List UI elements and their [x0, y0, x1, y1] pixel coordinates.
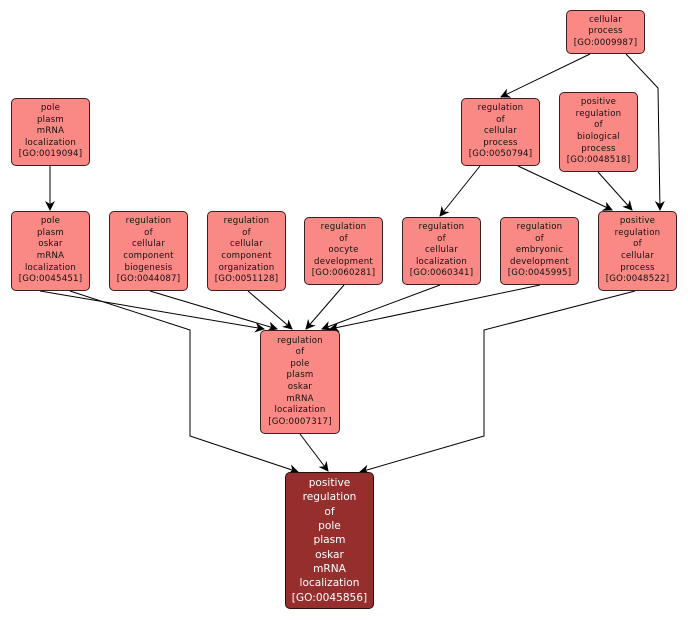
edge-0009987-to-0050794 — [500, 53, 591, 98]
edge-0048522-to-0045856 — [359, 290, 636, 475]
node-label: regulation of embryonic development [GO:… — [507, 222, 572, 279]
node-label: positive regulation of cellular process … — [605, 216, 670, 285]
edge-0044087-to-0007317 — [149, 290, 278, 332]
edge-0060341-to-0007317 — [321, 284, 441, 331]
go-node-0051128[interactable]: regulation of cellular component organiz… — [207, 211, 286, 291]
go-node-0060341[interactable]: regulation of cellular localization [GO:… — [402, 217, 481, 285]
edge-0051128-to-0007317 — [247, 290, 293, 330]
go-node-0007317[interactable]: regulation of pole plasm oskar mRNA loca… — [260, 330, 340, 434]
node-label: cellular process [GO:0009987] — [573, 14, 638, 48]
node-label: regulation of oocyte development [GO:006… — [311, 222, 376, 279]
go-node-0050794[interactable]: regulation of cellular process [GO:00507… — [461, 98, 540, 166]
edge-0045451-to-0045856 — [69, 290, 299, 474]
node-label: regulation of cellular localization [GO:… — [409, 222, 474, 279]
edge-0048518-to-0048522 — [597, 171, 633, 211]
go-node-0045856-focus[interactable]: positive regulation of pole plasm oskar … — [285, 472, 374, 609]
node-label: regulation of pole plasm oskar mRNA loca… — [268, 335, 332, 427]
edge-0007317-to-0045856 — [299, 433, 329, 472]
edge-0009987-to-0048522 — [625, 53, 665, 211]
node-label: positive regulation of biological proces… — [566, 97, 631, 166]
go-node-0045451[interactable]: pole plasm oskar mRNA localization [GO:0… — [11, 211, 90, 291]
node-label: pole plasm mRNA localization [GO:0019094… — [18, 103, 83, 160]
go-node-0019094[interactable]: pole plasm mRNA localization [GO:0019094… — [11, 98, 90, 166]
edge-0050794-to-0060341 — [439, 165, 481, 217]
node-label: pole plasm oskar mRNA localization [GO:0… — [18, 216, 83, 285]
node-label: regulation of cellular component biogene… — [116, 216, 181, 285]
go-node-0060281[interactable]: regulation of oocyte development [GO:006… — [304, 217, 383, 285]
edge-0050794-to-0048522 — [517, 165, 613, 211]
go-node-0048518[interactable]: positive regulation of biological proces… — [559, 92, 638, 172]
go-node-0044087[interactable]: regulation of cellular component biogene… — [109, 211, 188, 291]
node-label: positive regulation of pole plasm oskar … — [291, 477, 368, 604]
go-node-0045995[interactable]: regulation of embryonic development [GO:… — [500, 217, 579, 285]
edge-0045995-to-0007317 — [329, 284, 541, 333]
node-label: regulation of cellular process [GO:00507… — [468, 103, 533, 160]
go-node-0009987[interactable]: cellular process [GO:0009987] — [566, 10, 645, 54]
edge-0045451-to-0007317 — [39, 290, 265, 333]
go-node-0048522[interactable]: positive regulation of cellular process … — [598, 211, 677, 291]
edge-0060281-to-0007317 — [305, 284, 345, 330]
node-label: regulation of cellular component organiz… — [214, 216, 279, 285]
